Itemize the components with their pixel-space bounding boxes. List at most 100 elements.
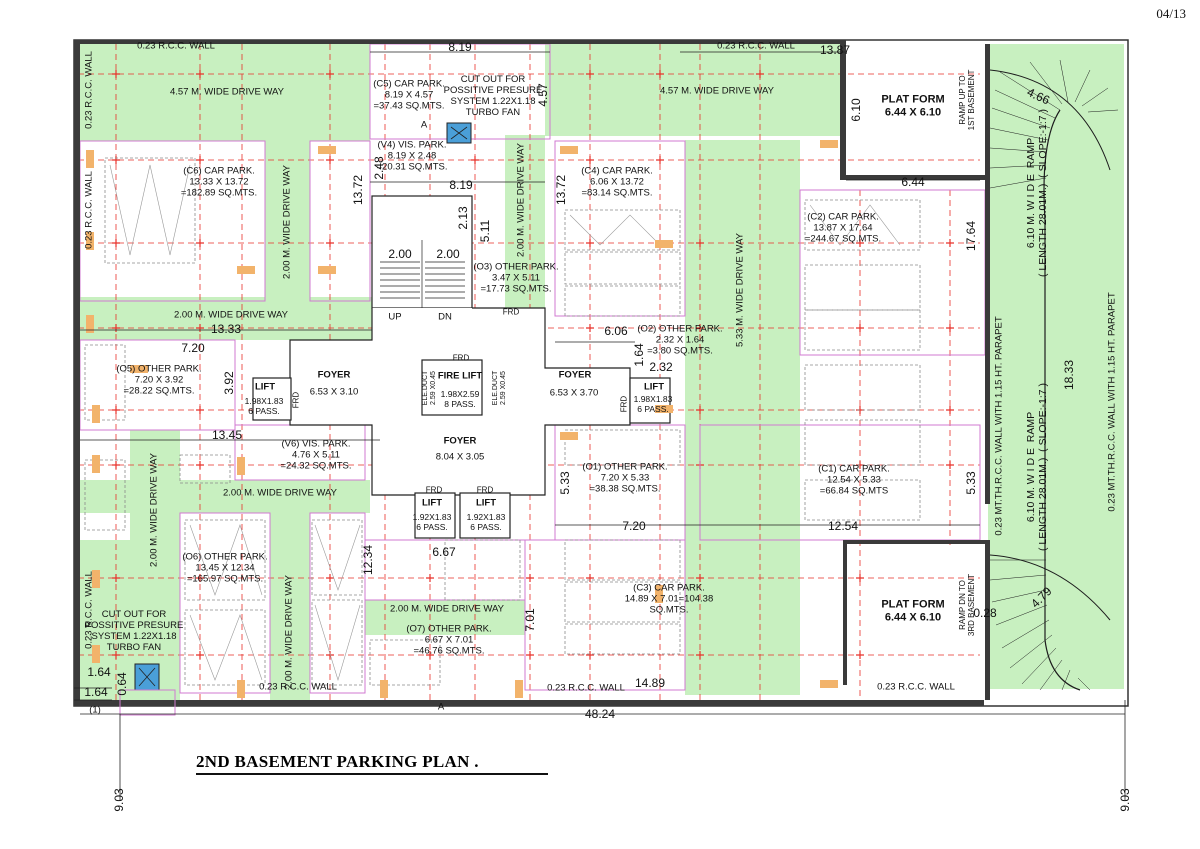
foyer-left-dim: 6.53 X 3.10 xyxy=(309,386,359,398)
wall-label-top-left: 0.23 R.C.C. WALL xyxy=(137,40,215,52)
driveway-label-mid-h: 2.00 M. WIDE DRIVE WAY xyxy=(222,487,338,499)
dim-2-00-b: 2.00 xyxy=(436,247,460,262)
parapet-label-2: 0.23 MT.TH.R.C.C. WALL WITH 1.15 HT. PAR… xyxy=(1106,292,1118,512)
drawing-title: 2ND BASEMENT PARKING PLAN . xyxy=(196,752,479,771)
lift-bottom-2 xyxy=(459,492,511,539)
lift-bottom-1 xyxy=(414,492,456,539)
frd-label-3: FRD xyxy=(291,391,301,409)
foyer-left-label: FOYER xyxy=(317,369,351,381)
lift-right-dim: 1.98X1.83 6 PASS. xyxy=(633,394,673,414)
stair-treads xyxy=(380,240,465,308)
dim-5-11: 5.11 xyxy=(478,219,493,243)
lift-right xyxy=(629,377,671,424)
lift-left-dim: 1.98X1.83 6 PASS. xyxy=(244,396,284,416)
ramp-up-label: RAMP UP TO 1ST BASEMENT xyxy=(957,69,976,131)
driveway-label-bottom-h: 2.00 M. WIDE DRIVE WAY xyxy=(389,603,505,615)
dim-8-19-mid: 8.19 xyxy=(449,178,473,193)
cutout-label-bottom: CUT OUT FOR POSSITIVE PRESURE SYSTEM 1.2… xyxy=(84,609,184,653)
rcc-walls xyxy=(74,40,990,706)
cutout-label-top: CUT OUT FOR POSSITIVE PRESURE SYSTEM 1.2… xyxy=(443,74,543,118)
lift-right-label: LIFT xyxy=(643,381,665,393)
wall-label-bottom-1: 0.23 R.C.C. WALL xyxy=(259,681,337,693)
area-label-o2: (O2) OTHER PARK. 2.32 X 1.64 =3.80 SQ.MT… xyxy=(637,323,723,357)
wall-label-bottom-2: 0.23 R.C.C. WALL xyxy=(547,682,625,694)
dim-7-20-b: 7.20 xyxy=(622,519,646,534)
foyer-center-label: FOYER xyxy=(443,435,477,447)
foyer-center-dim: 8.04 X 3.05 xyxy=(435,451,485,463)
platform-top: PLAT FORM 6.44 X 6.10 xyxy=(881,93,945,118)
lift-bottom-1-label: LIFT xyxy=(421,497,443,509)
area-label-v4: (V4) VIS. PARK. 8.19 X 2.48 =20.31 SQ.MT… xyxy=(376,139,448,173)
area-label-o1: (O1) OTHER PARK. 7.20 X 5.33 =38.38 SQ.M… xyxy=(582,461,668,495)
core xyxy=(252,195,671,539)
wall-label-left-mid: 0.23 R.C.C. WALL xyxy=(83,171,95,249)
area-label-o7: (O7) OTHER PARK. 6.67 X 7.01 =46.76 SQ.M… xyxy=(406,623,492,657)
dim-13-33: 13.33 xyxy=(210,322,242,337)
dim-6-44: 6.44 xyxy=(901,175,925,190)
dim-0-28: 0.28 xyxy=(973,606,997,621)
dim-6-06: 6.06 xyxy=(604,324,628,339)
dim-5-33-b: 5.33 xyxy=(964,471,979,495)
parking-bays xyxy=(84,157,921,686)
area-label-o3: (O3) OTHER PARK. 3.47 X 5.11 =17.73 SQ.M… xyxy=(473,261,559,295)
driveway-label-center-v: 2.00 M. WIDE DRIVE WAY xyxy=(515,142,527,258)
wall-label-bottom-3: 0.23 R.C.C. WALL xyxy=(877,681,955,693)
fire-lift-label: FIRE LIFT xyxy=(437,370,483,382)
area-label-c3: (C3) CAR PARK. 14.89 X 7.01=104.38 SQ.MT… xyxy=(624,582,714,616)
dim-2-32: 2.32 xyxy=(649,360,673,375)
foyer-right-label: FOYER xyxy=(558,369,592,381)
frd-label-2: FRD xyxy=(502,307,520,317)
lift-bottom-1-dim: 1.92X1.83 6 PASS. xyxy=(412,512,452,532)
bay-diagonals xyxy=(109,164,901,682)
dim-2-00-a: 2.00 xyxy=(388,247,412,262)
dim-9-03: 9.03 xyxy=(112,788,127,812)
dim-5-33-a: 5.33 xyxy=(558,471,573,495)
area-label-c2: (C2) CAR PARK. 13.87 X 17.64 =244.67 SQ.… xyxy=(804,211,882,245)
dim-4-57: 4.57 xyxy=(536,83,551,107)
dim-18-33: 18.33 xyxy=(1062,359,1077,391)
dim-8-19-top: 8.19 xyxy=(448,40,472,55)
dim-0-64: 0.64 xyxy=(115,672,130,696)
section-a-bottom: A xyxy=(437,701,445,713)
dim-9-03-right: 9.03 xyxy=(1118,788,1133,812)
frd-label-1: FRD xyxy=(452,353,470,363)
fire-lift-dim: 1.98X2.59 8 PASS. xyxy=(440,389,480,409)
area-label-v6: (V6) VIS. PARK. 4.76 X 5.11 =24.32 SQ.MT… xyxy=(280,438,352,472)
lift-left xyxy=(252,377,292,421)
dim-2-48: 2.48 xyxy=(372,156,387,180)
grid-marker-1: (1) xyxy=(89,704,101,716)
driveway-label-top-left: 4.57 M. WIDE DRIVE WAY xyxy=(169,86,285,98)
platform-bottom: PLAT FORM 6.44 X 6.10 xyxy=(881,598,945,623)
dimension-lines xyxy=(74,51,1126,800)
dim-1-64-c: 1.64 xyxy=(84,685,108,700)
dim-48-24: 48.24 xyxy=(584,707,616,722)
dim-17-64: 17.64 xyxy=(964,220,979,252)
wall-label-top-right: 0.23 R.C.C. WALL xyxy=(717,40,795,52)
dim-13-72-a: 13.72 xyxy=(351,174,366,206)
ele-duct-2: ELE.DUCT 2.59 X0.45 xyxy=(491,370,507,406)
driveway-label-lower-v1: 2.00 M. WIDE DRIVE WAY xyxy=(148,452,160,568)
area-label-c5: (C5) CAR PARK. 8.19 X 4.57 =37.43 SQ.MTS… xyxy=(373,78,445,112)
area-label-c6: (C6) CAR PARK. 13.33 X 13.72 =182.89 SQ.… xyxy=(180,165,258,199)
dim-6-67: 6.67 xyxy=(432,545,456,560)
area-label-c4: (C4) CAR PARK. 6.06 X 13.72 =83.14 SQ.MT… xyxy=(581,165,653,199)
columns xyxy=(86,140,838,698)
lift-bottom-2-dim: 1.92X1.83 6 PASS. xyxy=(466,512,506,532)
turbo-fan-bottom xyxy=(119,663,176,716)
dim-6-10: 6.10 xyxy=(849,98,864,122)
lift-bottom-2-label: LIFT xyxy=(475,497,497,509)
driveway-label-lower-v2: 2.00 M. WIDE DRIVE WAY xyxy=(283,574,295,690)
fire-lift xyxy=(421,359,483,416)
driveway-label-left-h: 2.00 M. WIDE DRIVE WAY xyxy=(173,309,289,321)
dim-7-01: 7.01 xyxy=(523,608,538,632)
area-label-o5: (O5) OTHER PARK. 7.20 X 3.92 =28.22 SQ.M… xyxy=(116,363,202,397)
dim-13-45: 13.45 xyxy=(211,428,243,443)
frd-label-5: FRD xyxy=(425,485,443,495)
dim-13-72-b: 13.72 xyxy=(554,174,569,206)
dim-14-89: 14.89 xyxy=(634,676,666,691)
page-number: 04/13 xyxy=(1156,6,1186,21)
ele-duct-1: ELE.DUCT 2.59 X0.45 xyxy=(421,370,437,406)
turbo-fan-top xyxy=(446,122,472,144)
dim-12-54: 12.54 xyxy=(827,519,859,534)
dim-1-64: 1.64 xyxy=(632,343,647,367)
